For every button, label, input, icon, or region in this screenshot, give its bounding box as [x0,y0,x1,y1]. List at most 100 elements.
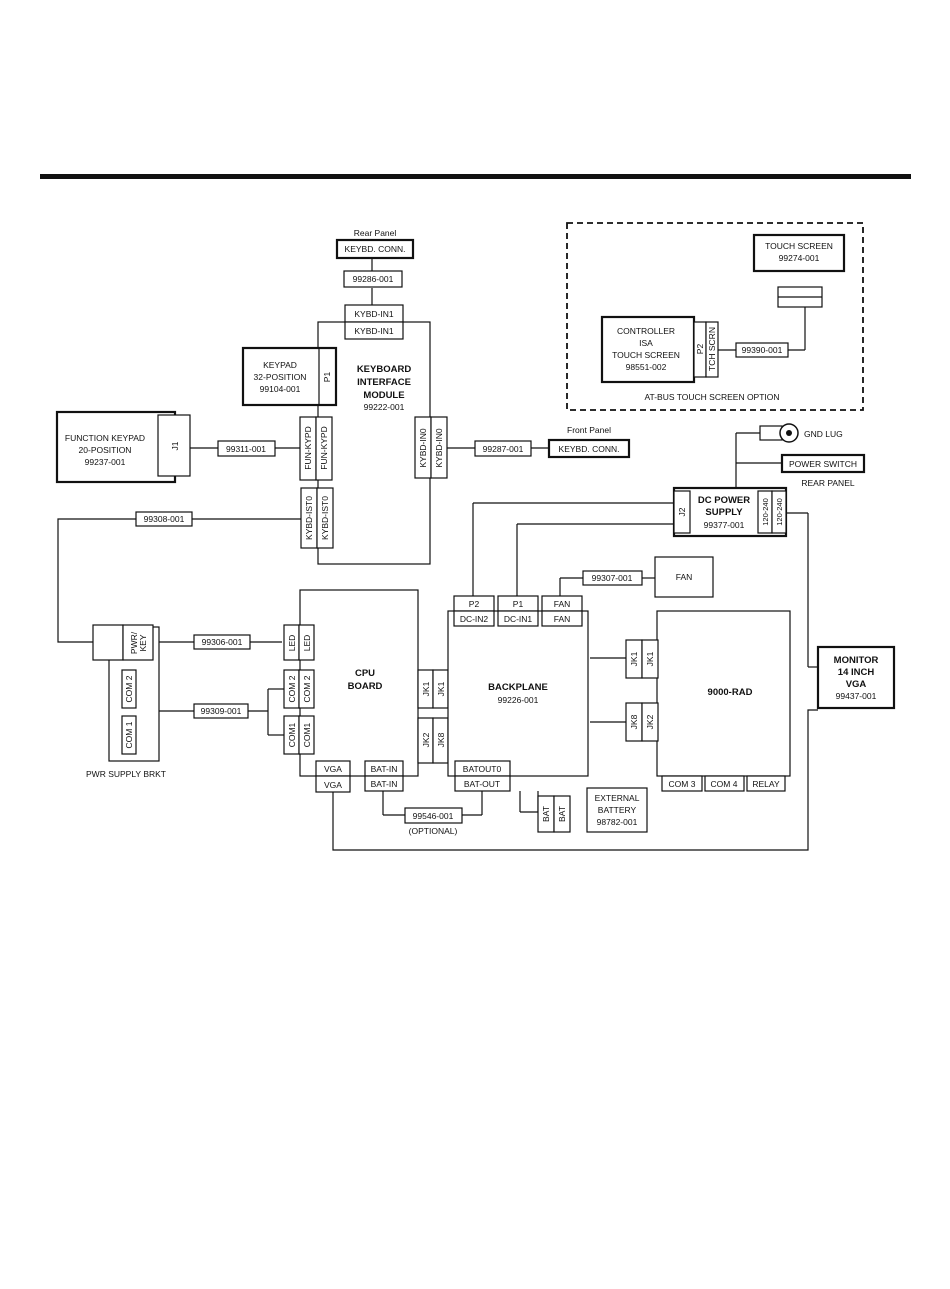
fan-box [654,556,714,598]
rear-panel-title: Rear Panel [354,228,397,238]
touch-cable-box [735,342,789,358]
function-cable: 99311-001 [226,444,266,454]
dc-v1: 120-240 [761,498,770,526]
backplane-bat-out: BAT-OUT [464,779,500,789]
keypad-line-3: 99104-001 [260,384,301,394]
cpu-bat-in-upper-label: BAT-IN [371,764,398,774]
cpu-com2-right: COM 2 [302,675,312,702]
keyboard-module-part: 99222-001 [364,402,405,412]
keyboard-module-title-1: KEYBOARD [357,364,412,375]
cpu-vga-lower-label: VGA [324,780,342,790]
cpu-jk1-right: JK1 [436,681,446,696]
backplane-p2: P2 [469,599,480,609]
led-cable-box [193,634,251,650]
cpu-vga-upper-label: VGA [324,764,342,774]
monitor-line-3: VGA [846,679,867,690]
rear-keybd-conn-box [335,238,415,260]
keypad-line-2: 32-POSITION [254,372,307,382]
kybd-ist0-left: KYBD-IST0 [304,496,314,540]
kybd-in0-right: KYBD-IN0 [434,428,444,467]
kybd-in1-upper-label: KYBD-IN1 [354,309,393,319]
kybd-in1-lower [344,321,404,340]
backplane-dc-in2: DC-IN2 [460,614,489,624]
controller-box [600,315,696,384]
optional-label: (OPTIONAL) [409,826,458,836]
power-switch-label: POWER SWITCH [789,459,857,469]
backplane-fan-lower-label: FAN [554,614,571,624]
dc-v2-pin [771,490,787,534]
fan-label: FAN [676,572,693,582]
ext-bat-2: BAT [557,806,567,822]
cpu-com1-left: COM1 [287,722,297,747]
touch-option-title: AT-BUS TOUCH SCREEN OPTION [644,392,779,402]
header-rule [40,174,911,179]
cpu-title-2: BOARD [348,681,383,692]
cpu-led-right-pin [298,624,315,661]
rad-box [656,610,791,777]
rear-keybd-conn: KEYBD. CONN. [345,244,406,254]
keyboard-module-title-3: MODULE [363,390,404,401]
fan-cable-box [582,570,643,586]
monitor-box [816,645,896,710]
rad-jk1-right: JK1 [645,651,655,666]
front-cable: 99287-001 [483,444,524,454]
rad-relay-pin [746,775,786,792]
backplane-p1: P1 [513,599,524,609]
kybd-ist-cable-box [135,511,193,527]
cpu-led-left: LED [287,635,297,652]
keypad-line-1: KEYPAD [263,360,297,370]
touch-screen-option-frame [566,222,864,411]
fun-kypd-right-pin [315,416,333,481]
bat-cable: 99546-001 [413,811,454,821]
pwr-key-2: KEY [138,634,148,651]
rad-com3: COM 3 [669,779,696,789]
dc-v2: 120-240 [775,498,784,526]
cpu-com2-right-pin [298,669,315,709]
com-cable-box [193,703,249,719]
monitor-line-1: MONITOR [834,655,879,666]
fun-kypd-left: FUN-KYPD [303,426,313,469]
rad-relay: RELAY [752,779,780,789]
rad-com4: COM 4 [711,779,738,789]
cpu-led-right: LED [302,635,312,652]
pwr-key-box [122,624,154,661]
cpu-bat-in-lower-label: BAT-IN [371,779,398,789]
rad-title: 9000-RAD [708,687,753,698]
keyboard-module-title-2: INTERFACE [357,377,411,388]
ext-battery-line-3: 98782-001 [597,817,638,827]
kybd-ist0-right-pin [316,487,334,549]
ext-battery-line-2: BATTERY [598,805,637,815]
gnd-lug-body [759,425,783,441]
backplane-bat-out-pin [454,775,511,792]
com-cable: 99309-001 [201,706,242,716]
dc-power-line-2: SUPPLY [705,507,743,518]
function-keypad-line-1: FUNCTION KEYPAD [65,433,145,443]
front-cable-box [474,440,532,457]
keypad-p1: P1 [322,372,332,383]
backplane-batout0: BATOUT0 [463,764,502,774]
pwr-key-1: PWR/ [129,631,139,654]
kybd-in1-lower-label: KYBD-IN1 [354,326,393,336]
rear-cable-box [343,270,403,288]
gnd-lug-label: GND LUG [804,429,843,439]
backplane-dc-in1: DC-IN1 [504,614,533,624]
front-keybd-conn: KEYBD. CONN. [559,444,620,454]
fun-kypd-right: FUN-KYPD [319,426,329,469]
bracket-com2: COM 2 [124,675,134,702]
ext-battery-line-1: EXTERNAL [595,793,640,803]
kybd-in0-left: KYBD-IN0 [418,428,428,467]
keypad-box [241,346,338,407]
fan-cable: 99307-001 [592,573,633,583]
bat-cable-box [404,807,463,824]
cpu-com2-left: COM 2 [287,675,297,702]
controller-line-2: ISA [639,338,653,348]
cpu-vga-lower [315,775,351,793]
function-keypad-line-2: 20-POSITION [79,445,132,455]
ext-battery-box [586,787,648,833]
touch-screen-line-1: TOUCH SCREEN [765,241,833,251]
rad-jk2-pin [641,702,659,742]
dc-power-j2: J2 [677,507,687,516]
front-keybd-conn-box [547,438,631,459]
touch-screen-box [752,233,846,273]
